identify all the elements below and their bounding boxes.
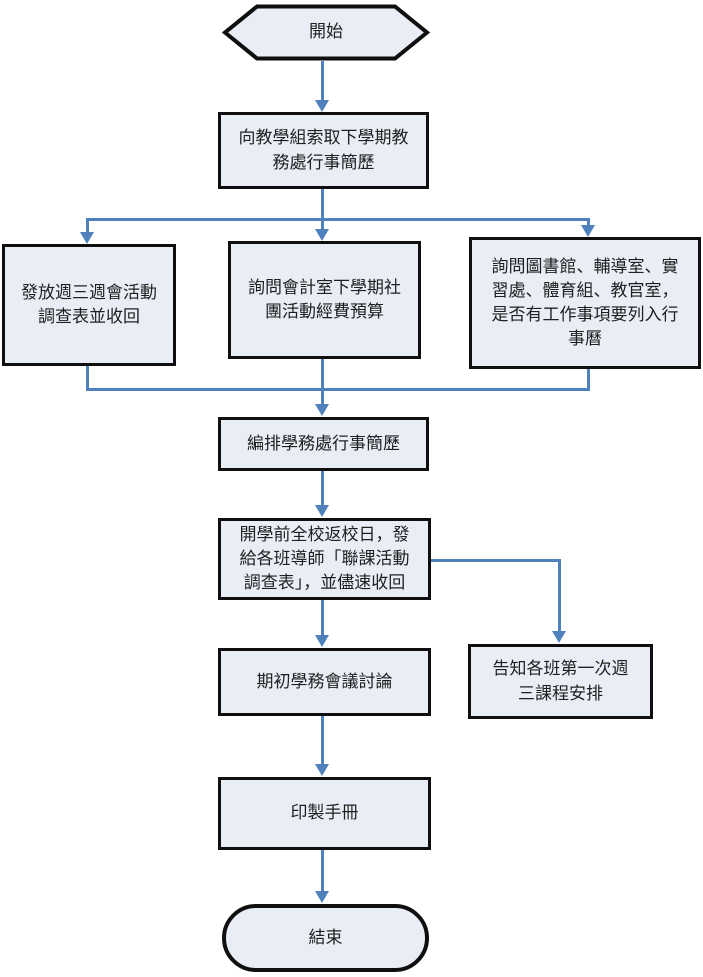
arrowhead-meeting xyxy=(315,635,329,647)
connector-print-end xyxy=(321,850,324,892)
arrowhead-end xyxy=(315,891,329,903)
arrowhead-budget xyxy=(315,229,329,241)
arrowhead-compile xyxy=(315,404,329,416)
node-label: 向教學組索取下學期教務處行事簡歷 xyxy=(238,128,409,173)
arrowhead-distribute xyxy=(315,505,329,517)
connector-branch-mid xyxy=(321,221,324,230)
arrowhead-request xyxy=(315,100,329,112)
connector-meeting-print xyxy=(321,716,324,766)
flowchart-node-compile-calendar: 編排學務處行事簡歷 xyxy=(218,417,429,471)
connector-distribute-notify-h xyxy=(431,559,561,562)
connector-start-request xyxy=(321,61,324,101)
node-label: 發放週三週會活動調查表並收回 xyxy=(21,282,157,327)
node-label: 開學前全校返校日，發給各班導師「聯課活動調查表」，並儘速收回 xyxy=(239,524,410,594)
connector-merge-mid xyxy=(321,359,324,391)
node-label: 詢問圖書館、輔導室、實習處、體育組、教官室，是否有工作事項要列入行事曆 xyxy=(491,256,679,350)
flowchart-node-notify-schedule: 告知各班第一次週三課程安排 xyxy=(468,644,653,719)
connector-merge-stem xyxy=(321,391,324,405)
arrowhead-print xyxy=(315,764,329,776)
flowchart-node-initial-meeting: 期初學務會議討論 xyxy=(218,648,431,716)
flowchart-node-start: 開始 xyxy=(222,4,430,61)
connector-compile-distribute xyxy=(321,471,324,506)
connector-merge-bar xyxy=(86,388,590,391)
node-label: 告知各班第一次週三課程安排 xyxy=(492,659,629,704)
flowchart-node-end: 結束 xyxy=(222,904,429,972)
flowchart-node-request-calendar: 向教學組索取下學期教務處行事簡歷 xyxy=(218,112,429,189)
connector-merge-right xyxy=(587,369,590,391)
flowchart-node-print-handbook: 印製手冊 xyxy=(218,777,431,850)
arrowhead-notify xyxy=(552,631,566,643)
connector-branch-bar xyxy=(86,218,590,221)
node-label: 期初學務會議討論 xyxy=(256,671,393,692)
node-label: 詢問會計室下學期社團活動經費預算 xyxy=(248,277,401,322)
flowchart-node-budget-inquiry: 詢問會計室下學期社團活動經費預算 xyxy=(228,241,421,359)
connector-branch-stem xyxy=(321,189,324,221)
flowchart-node-distribute-survey: 開學前全校返校日，發給各班導師「聯課活動調查表」，並儘速收回 xyxy=(218,518,431,600)
flowchart-node-office-inquiry: 詢問圖書館、輔導室、實習處、體育組、教官室，是否有工作事項要列入行事曆 xyxy=(469,237,701,369)
flowchart-node-survey-collect: 發放週三週會活動調查表並收回 xyxy=(2,244,176,366)
connector-distribute-notify-v xyxy=(558,559,561,632)
hexagon-shape xyxy=(222,4,430,61)
connector-distribute-meeting xyxy=(321,600,324,636)
arrowhead-survey xyxy=(80,232,94,244)
connector-branch-right xyxy=(587,221,590,226)
node-label: 結束 xyxy=(308,927,343,948)
connector-merge-left xyxy=(86,366,89,391)
node-label: 編排學務處行事簡歷 xyxy=(247,433,400,454)
arrowhead-office xyxy=(581,225,595,237)
connector-branch-left xyxy=(86,221,89,233)
node-label: 開始 xyxy=(309,22,343,43)
node-label: 印製手冊 xyxy=(290,803,359,824)
